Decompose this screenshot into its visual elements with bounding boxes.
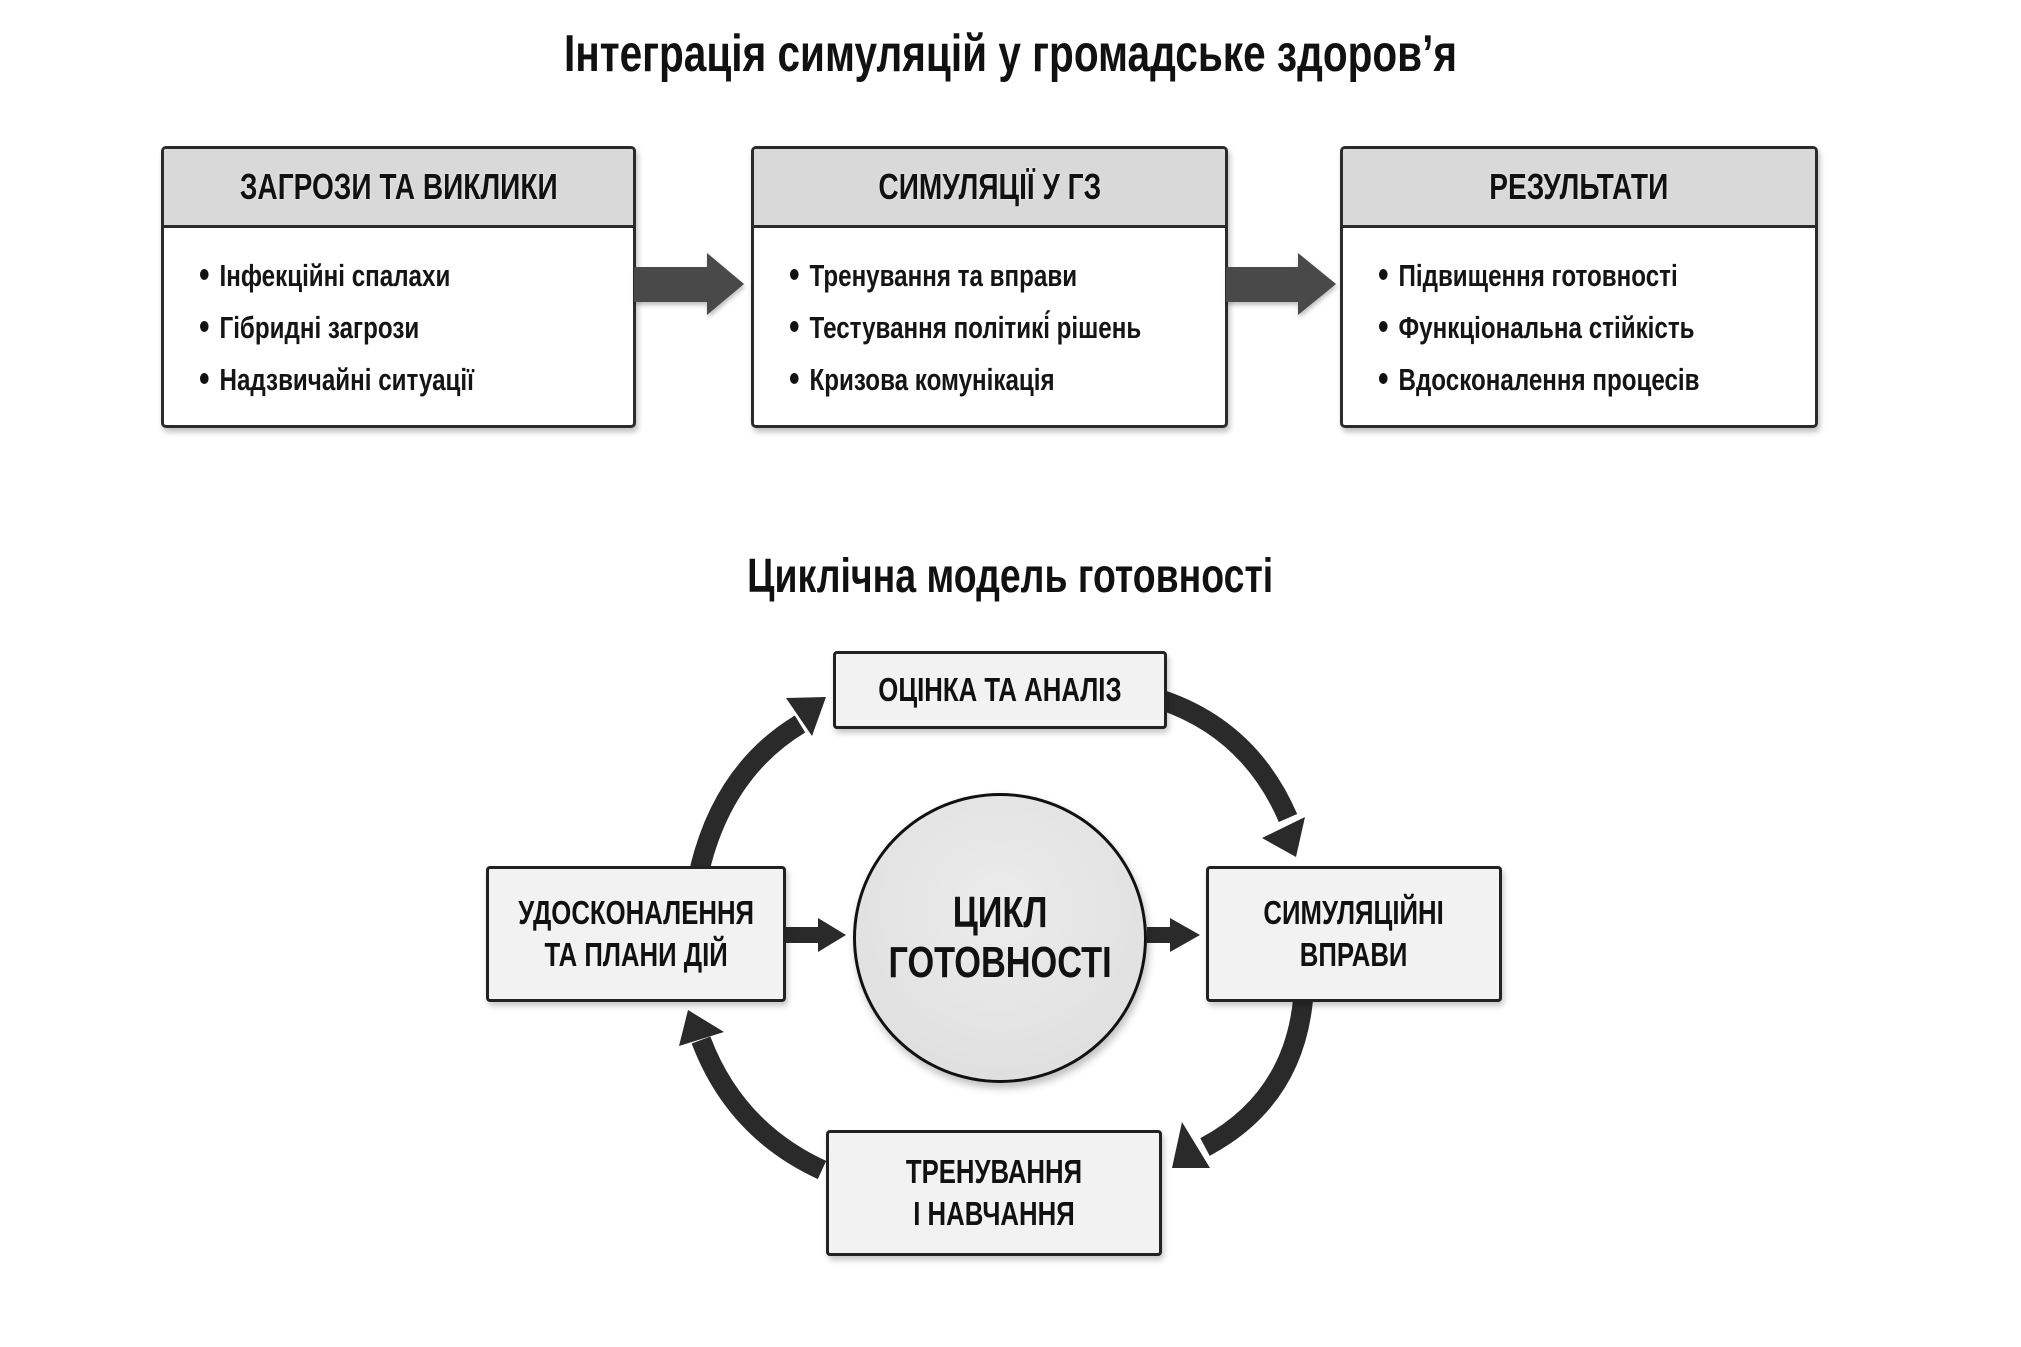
- stage-label: ТРЕНУВАННЯ: [905, 1153, 1083, 1190]
- stage-label: І НАВЧАННЯ: [913, 1195, 1075, 1232]
- stage-label: УДОСКОНАЛЕННЯ: [518, 894, 754, 931]
- threats-list: Інфекційні спалахи Гібридні загрози Надз…: [164, 228, 633, 406]
- stage-label: ТА ПЛАНИ ДІЙ: [544, 936, 728, 973]
- cycle-arrow-arc: [690, 715, 806, 871]
- flow-arrow-right-icon: [634, 253, 744, 315]
- main-title-text: Інтеграція симуляцій у громадське здоров…: [563, 25, 1458, 83]
- list-item: Вдосконалення процесів: [1379, 354, 1815, 406]
- bullet-icon: [1379, 373, 1388, 385]
- bullet-icon: [790, 373, 799, 385]
- arrowhead-icon: [1262, 817, 1305, 857]
- simulations-box-header: СИМУЛЯЦІЇ У ГЗ: [754, 149, 1225, 228]
- simulations-list: Тренування та вправи Тестування політикі…: [754, 228, 1225, 406]
- arrow-right-icon: [1147, 918, 1200, 952]
- list-item: Підвищення готовності: [1379, 250, 1815, 302]
- bullet-icon: [790, 269, 799, 281]
- list-item-text: Гібридні загрози: [219, 310, 420, 345]
- list-item: Надзвичайні ситуації: [200, 354, 633, 406]
- stage-improvement: УДОСКОНАЛЕННЯ ТА ПЛАНИ ДІЙ: [486, 866, 786, 1002]
- cycle-title: Циклічна модель готовності: [0, 547, 2021, 607]
- stage-assessment: ОЦІНКА ТА АНАЛІЗ: [833, 651, 1167, 729]
- cycle-center-label: ГОТОВНОСТІ: [888, 938, 1112, 987]
- list-item: Тестування політикі́ рішень: [790, 302, 1225, 354]
- results-box-header: РЕЗУЛЬТАТИ: [1343, 149, 1815, 228]
- list-item-text: Інфекційні спалахи: [219, 258, 451, 293]
- stage-simulation: СИМУЛЯЦІЙНІ ВПРАВИ: [1206, 866, 1502, 1002]
- cycle-title-text: Циклічна модель готовності: [747, 550, 1274, 603]
- list-item-text: Вдосконалення процесів: [1398, 362, 1700, 397]
- arrow-right-icon: [786, 918, 846, 952]
- bullet-icon: [1379, 269, 1388, 281]
- cycle-center-circle: ЦИКЛ ГОТОВНОСТІ: [853, 793, 1147, 1083]
- results-box: РЕЗУЛЬТАТИ Підвищення готовності Функціо…: [1340, 146, 1818, 428]
- flow-arrow-right-icon: [1226, 253, 1336, 315]
- bullet-icon: [200, 321, 209, 333]
- results-box-heading: РЕЗУЛЬТАТИ: [1489, 166, 1669, 207]
- cycle-arrow-arc: [1158, 690, 1298, 823]
- main-title: Інтеграція симуляцій у громадське здоров…: [0, 22, 2021, 86]
- results-list: Підвищення готовності Функціональна стій…: [1343, 228, 1815, 406]
- list-item: Функціональна стійкість: [1379, 302, 1815, 354]
- arrowhead-icon: [1172, 1122, 1210, 1168]
- bullet-icon: [200, 373, 209, 385]
- list-item-text: Тестування політикі́ рішень: [809, 310, 1142, 345]
- cycle-arrow-arc: [1200, 998, 1313, 1156]
- arrowhead-icon: [786, 697, 826, 736]
- cycle-arrow-arc: [691, 1036, 827, 1180]
- threats-box-header: ЗАГРОЗИ ТА ВИКЛИКИ: [164, 149, 633, 228]
- stage-label: ОЦІНКА ТА АНАЛІЗ: [878, 671, 1122, 708]
- threats-box: ЗАГРОЗИ ТА ВИКЛИКИ Інфекційні спалахи Гі…: [161, 146, 636, 428]
- threats-box-heading: ЗАГРОЗИ ТА ВИКЛИКИ: [239, 166, 558, 207]
- stage-label: СИМУЛЯЦІЙНІ: [1263, 894, 1445, 931]
- arrowhead-icon: [679, 1010, 724, 1046]
- list-item-text: Підвищення готовності: [1398, 258, 1678, 293]
- list-item-text: Кризова комунікація: [809, 362, 1055, 397]
- simulations-box: СИМУЛЯЦІЇ У ГЗ Тренування та вправи Тест…: [751, 146, 1228, 428]
- bullet-icon: [790, 321, 799, 333]
- bullet-icon: [1379, 321, 1388, 333]
- bullet-icon: [200, 269, 209, 281]
- list-item-text: Надзвичайні ситуації: [219, 362, 474, 397]
- list-item: Гібридні загрози: [200, 302, 633, 354]
- list-item: Кризова комунікація: [790, 354, 1225, 406]
- list-item-text: Функціональна стійкість: [1398, 310, 1695, 345]
- simulations-box-heading: СИМУЛЯЦІЇ У ГЗ: [878, 166, 1101, 207]
- stage-training: ТРЕНУВАННЯ І НАВЧАННЯ: [826, 1130, 1162, 1256]
- list-item: Тренування та вправи: [790, 250, 1225, 302]
- cycle-center-label: ЦИКЛ: [952, 888, 1048, 937]
- list-item-text: Тренування та вправи: [809, 258, 1078, 293]
- stage-label: ВПРАВИ: [1300, 936, 1408, 973]
- list-item: Інфекційні спалахи: [200, 250, 633, 302]
